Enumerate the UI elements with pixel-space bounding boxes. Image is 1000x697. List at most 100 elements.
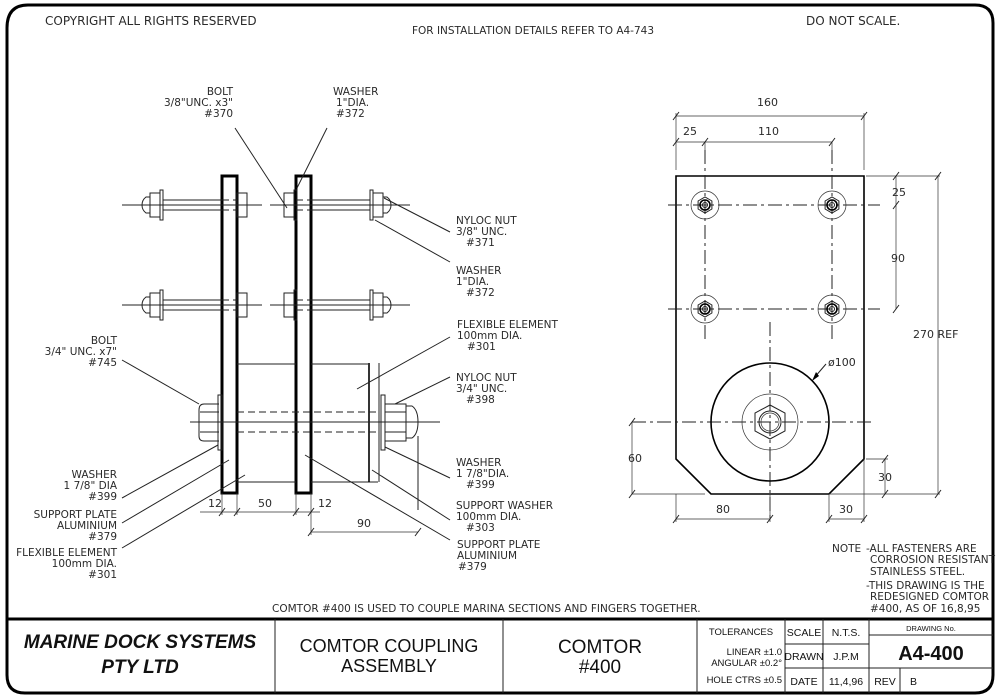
svg-text:80: 80 bbox=[716, 503, 730, 516]
usage-note: COMTOR #400 IS USED TO COUPLE MARINA SEC… bbox=[272, 603, 701, 615]
callout-washer-399-right: WASHER 1 7/8"DIA. #399 bbox=[456, 457, 509, 491]
callout-washer-372-top: WASHER 1"DIA. #372 bbox=[333, 86, 378, 120]
tolerance-linear: LINEAR ±1.0 bbox=[727, 647, 782, 658]
company-suffix: PTY LTD bbox=[101, 657, 179, 678]
callout-nyloc-nut-398: NYLOC NUT 3/4" UNC. #398 bbox=[456, 372, 517, 406]
svg-text:270 REF: 270 REF bbox=[913, 328, 958, 341]
svg-text:WASHER: WASHER bbox=[456, 457, 501, 469]
svg-text:#379: #379 bbox=[458, 561, 487, 573]
washer-large-left bbox=[217, 394, 223, 451]
svg-text:SUPPORT PLATE: SUPPORT PLATE bbox=[34, 509, 117, 521]
svg-text:90: 90 bbox=[891, 252, 905, 265]
company-name: MARINE DOCK SYSTEMS bbox=[24, 632, 257, 653]
svg-text:1 7/8" DIA: 1 7/8" DIA bbox=[64, 480, 118, 492]
svg-text:#745: #745 bbox=[88, 357, 117, 369]
tolerance-angular: ANGULAR ±0.2° bbox=[711, 658, 782, 669]
svg-text:-THIS DRAWING IS THE: -THIS DRAWING IS THE bbox=[866, 580, 985, 592]
svg-text:WASHER: WASHER bbox=[456, 265, 501, 277]
svg-text:BOLT: BOLT bbox=[207, 86, 234, 98]
date-label: DATE bbox=[790, 676, 817, 688]
svg-text:#372: #372 bbox=[466, 287, 495, 299]
svg-text:12: 12 bbox=[318, 497, 332, 510]
callout-flexible-element-301-right: FLEXIBLE ELEMENT 100mm DIA. #301 bbox=[457, 319, 559, 353]
drawing-title-line2: ASSEMBLY bbox=[341, 656, 437, 676]
scale-value: N.T.S. bbox=[832, 627, 861, 639]
svg-text:FLEXIBLE ELEMENT: FLEXIBLE ELEMENT bbox=[457, 319, 559, 331]
scale-label: SCALE bbox=[787, 627, 821, 639]
svg-text:NYLOC NUT: NYLOC NUT bbox=[456, 215, 517, 227]
svg-text:25: 25 bbox=[892, 186, 906, 199]
drawing-no-label: DRAWING No. bbox=[906, 624, 956, 633]
svg-text:100mm DIA.: 100mm DIA. bbox=[457, 330, 522, 342]
svg-text:REDESIGNED COMTOR: REDESIGNED COMTOR bbox=[870, 591, 989, 603]
center-nut bbox=[754, 404, 786, 440]
main-bolt-head bbox=[198, 403, 219, 442]
svg-text:#400, AS OF 16,8,95: #400, AS OF 16,8,95 bbox=[870, 603, 980, 615]
svg-text:NOTE: NOTE bbox=[832, 543, 861, 555]
callout-flexible-element-301-left: FLEXIBLE ELEMENT 100mm DIA. #301 bbox=[16, 547, 118, 581]
svg-text:#301: #301 bbox=[88, 569, 117, 581]
bolt-hole bbox=[817, 294, 847, 324]
svg-text:#379: #379 bbox=[88, 531, 117, 543]
svg-text:#303: #303 bbox=[466, 522, 495, 534]
support-plate-right bbox=[294, 174, 313, 495]
tolerance-hole-centres: HOLE CTRS ±0.5 bbox=[707, 675, 782, 686]
drawing-title: COMTOR COUPLING bbox=[300, 636, 479, 656]
svg-text:100mm DIA.: 100mm DIA. bbox=[52, 558, 117, 570]
svg-text:SUPPORT WASHER: SUPPORT WASHER bbox=[456, 500, 553, 512]
svg-text:#371: #371 bbox=[466, 237, 495, 249]
svg-text:WASHER: WASHER bbox=[333, 86, 378, 98]
tolerances-label: TOLERANCES bbox=[709, 627, 773, 638]
plan-view-dimensions: 160 25 110 25 90 270 REF 30 60 80 30 bbox=[628, 96, 958, 524]
svg-text:60: 60 bbox=[628, 452, 642, 465]
support-plate-left bbox=[220, 174, 239, 495]
svg-text:3/8"UNC. x3": 3/8"UNC. x3" bbox=[164, 97, 233, 109]
svg-text:100mm DIA.: 100mm DIA. bbox=[456, 511, 521, 523]
plan-view: 160 25 110 25 90 270 REF 30 60 80 30 bbox=[628, 96, 958, 524]
svg-text:ALUMINIUM: ALUMINIUM bbox=[57, 520, 117, 532]
notes: NOTE -ALL FASTENERS ARE CORROSION RESIST… bbox=[832, 543, 996, 615]
svg-text:STAINLESS STEEL.: STAINLESS STEEL. bbox=[870, 566, 965, 578]
do-not-scale-text: DO NOT SCALE. bbox=[806, 14, 900, 28]
svg-text:#372: #372 bbox=[336, 108, 365, 120]
svg-text:NYLOC NUT: NYLOC NUT bbox=[456, 372, 517, 384]
washer-large-right bbox=[380, 394, 386, 451]
drawing-number: A4-400 bbox=[898, 643, 964, 665]
svg-text:BOLT: BOLT bbox=[91, 335, 118, 347]
svg-text:SUPPORT PLATE: SUPPORT PLATE bbox=[457, 539, 540, 551]
svg-text:#398: #398 bbox=[466, 394, 495, 406]
bolt-hole bbox=[817, 190, 847, 220]
title-block: MARINE DOCK SYSTEMS PTY LTD COMTOR COUPL… bbox=[7, 617, 993, 693]
callout-washer-372-right: WASHER 1"DIA. #372 bbox=[456, 265, 501, 299]
svg-text:110: 110 bbox=[758, 125, 779, 138]
svg-text:1"DIA.: 1"DIA. bbox=[456, 276, 489, 288]
sheet-border bbox=[5, 3, 995, 695]
callout-support-plate-379-right: SUPPORT PLATE ALUMINIUM #379 bbox=[457, 539, 540, 573]
svg-text:#399: #399 bbox=[466, 479, 495, 491]
bolt-hole bbox=[690, 190, 720, 220]
bolt-holes bbox=[690, 190, 847, 324]
callout-washer-399-left: WASHER 1 7/8" DIA #399 bbox=[64, 469, 118, 503]
callout-bolt-745: BOLT 3/4" UNC. x7" #745 bbox=[45, 335, 118, 369]
rev-label: REV bbox=[874, 676, 896, 688]
svg-text:160: 160 bbox=[757, 96, 778, 109]
side-view: 12 50 12 90 BOLT 3/8"UNC. x3" #370 bbox=[16, 86, 558, 581]
rev-value: B bbox=[910, 676, 917, 688]
small-bolt-row-2 bbox=[122, 289, 410, 321]
svg-text:30: 30 bbox=[839, 503, 853, 516]
svg-text:WASHER: WASHER bbox=[72, 469, 117, 481]
callout-bolt-370: BOLT 3/8"UNC. x3" #370 bbox=[164, 86, 234, 120]
flexible-element bbox=[237, 363, 378, 483]
bolt-hole bbox=[690, 294, 720, 324]
svg-text:1"DIA.: 1"DIA. bbox=[336, 97, 369, 109]
svg-text:CORROSION RESISTANT: CORROSION RESISTANT bbox=[870, 554, 996, 566]
svg-text:3/4" UNC.: 3/4" UNC. bbox=[456, 383, 507, 395]
copyright-text: COPYRIGHT ALL RIGHTS RESERVED bbox=[45, 14, 257, 28]
svg-text:ALUMINIUM: ALUMINIUM bbox=[457, 550, 517, 562]
svg-text:ø100: ø100 bbox=[828, 356, 856, 369]
small-bolt-row-1 bbox=[122, 189, 410, 221]
svg-text:1 7/8"DIA.: 1 7/8"DIA. bbox=[456, 468, 509, 480]
drawn-label: DRAWN bbox=[784, 651, 823, 663]
svg-text:30: 30 bbox=[878, 471, 892, 484]
svg-text:-ALL FASTENERS ARE: -ALL FASTENERS ARE bbox=[866, 543, 977, 555]
